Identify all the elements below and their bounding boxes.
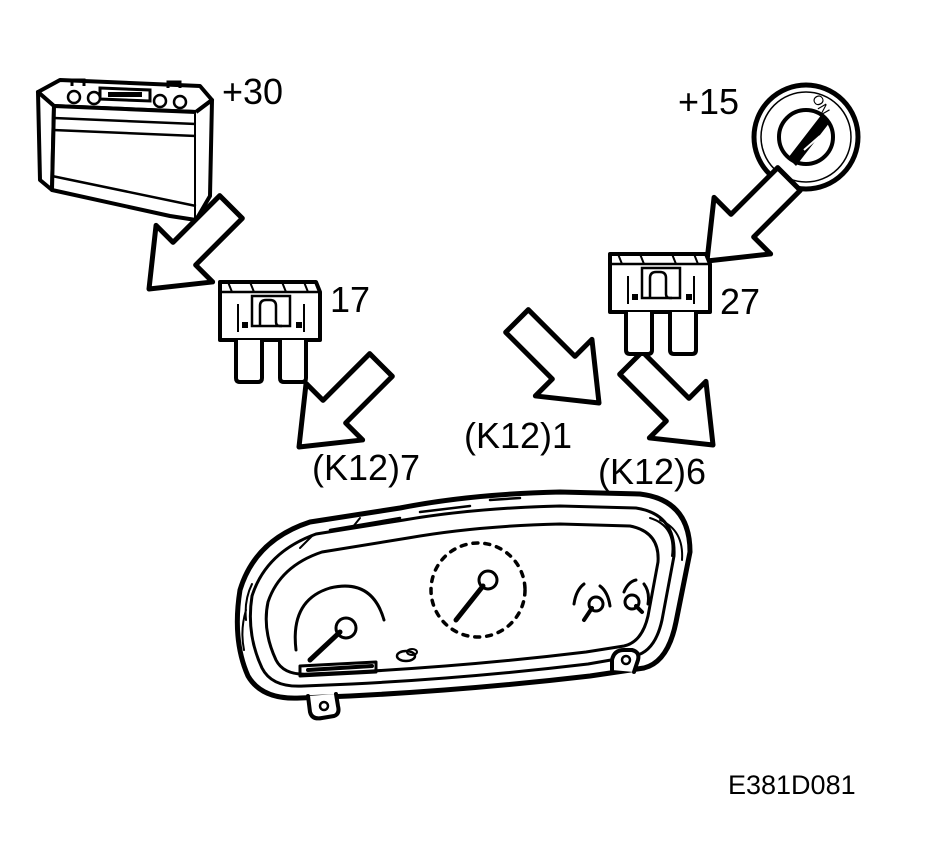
- ignition-terminal-label: +15: [678, 81, 740, 122]
- fuse-17-label: 17: [330, 279, 371, 320]
- arrow-k12-1: [489, 293, 628, 432]
- battery-terminal-label: +30: [222, 71, 284, 112]
- battery-icon: [38, 80, 212, 220]
- instrument-cluster-icon: [237, 492, 690, 718]
- fuse-27-icon: [608, 252, 712, 356]
- fuse-17-icon: [218, 280, 322, 384]
- connector-k12-7-label: (K12)7: [312, 447, 421, 488]
- connector-k12-1-label: (K12)1: [464, 415, 573, 456]
- figure-id-label: E381D081: [728, 770, 856, 800]
- connector-k12-6-label: (K12)6: [598, 451, 707, 492]
- fuse-27-label: 27: [720, 281, 761, 322]
- ignition-switch-icon: [754, 85, 858, 189]
